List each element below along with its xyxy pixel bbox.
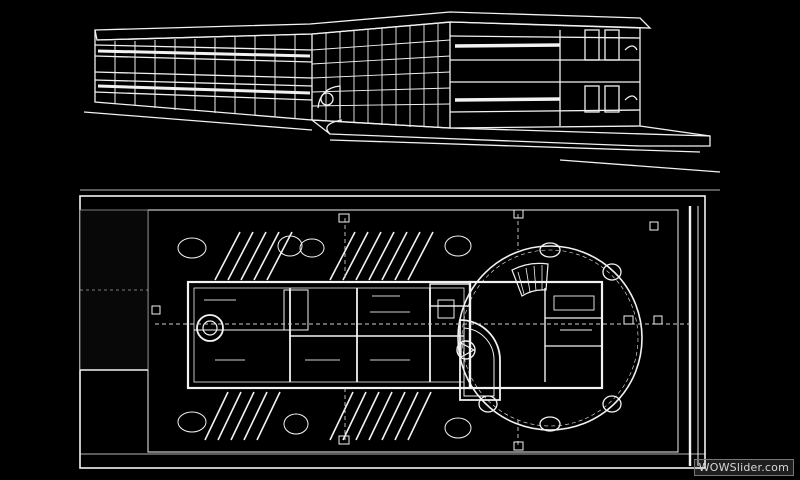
parking-stripes-bottom	[204, 391, 432, 441]
parking-stripes-top	[214, 231, 434, 281]
tree-symbols	[177, 235, 472, 439]
perspective-elevation	[83, 11, 721, 173]
floor-plan	[79, 189, 720, 469]
watermark-label: WOWSlider.com	[693, 459, 794, 476]
